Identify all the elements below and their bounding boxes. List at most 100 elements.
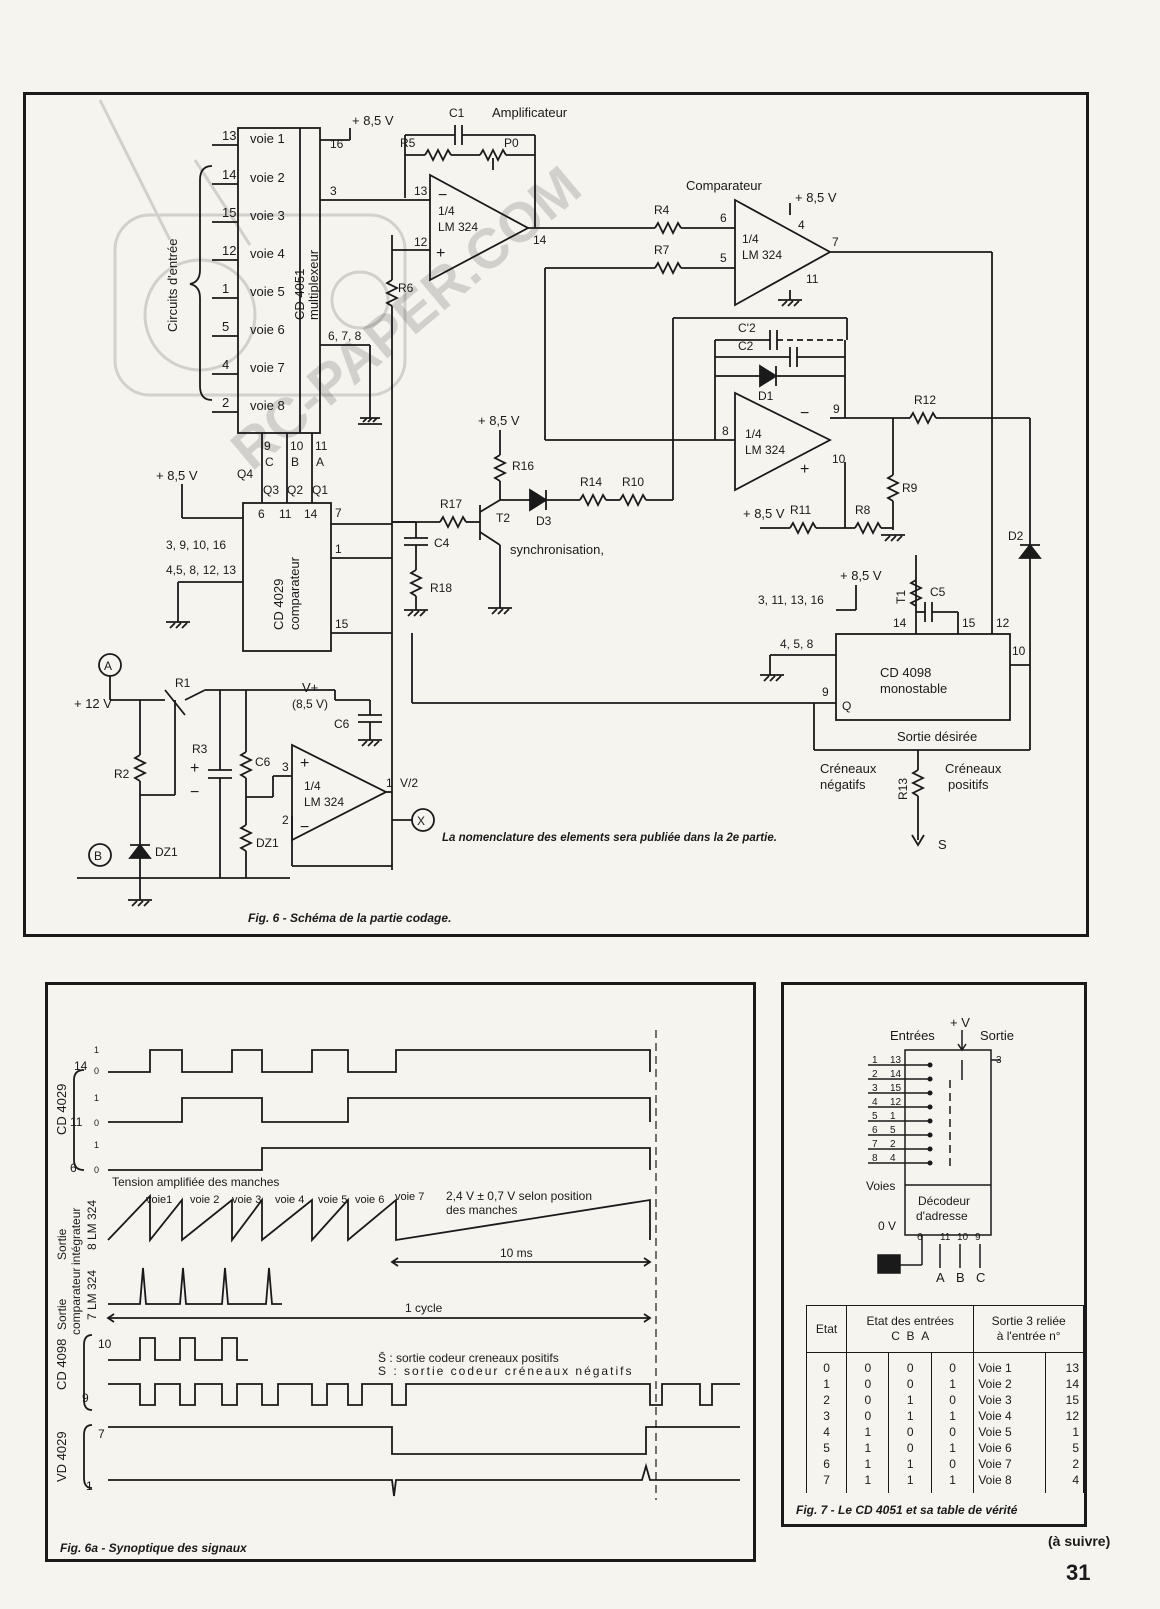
svg-text:voie 3: voie 3 bbox=[232, 1194, 261, 1206]
svg-text:3, 11, 13, 16: 3, 11, 13, 16 bbox=[758, 593, 824, 607]
svg-text:Q: Q bbox=[842, 699, 851, 713]
truth-table-cell: 0 bbox=[846, 1393, 890, 1409]
fig7-input-index: 7 bbox=[872, 1139, 878, 1150]
svg-text:0: 0 bbox=[94, 1118, 99, 1128]
svg-text:d'adresse: d'adresse bbox=[916, 1209, 968, 1223]
voie-label: voie 3 bbox=[250, 208, 285, 223]
svg-text:2,4 V ± 0,7 V selon position: 2,4 V ± 0,7 V selon position bbox=[446, 1189, 592, 1203]
svg-text:8 LM 324: 8 LM 324 bbox=[85, 1200, 99, 1250]
svg-text:S : sortie codeur créneaux nég: S : sortie codeur créneaux négatifs bbox=[378, 1364, 633, 1378]
truth-table-cell: Voie 6 bbox=[973, 1441, 1047, 1457]
cd4051-label: CD 4051 bbox=[292, 269, 307, 320]
fig7-panel bbox=[781, 982, 1087, 1527]
svg-text:+ 8,5 V: + 8,5 V bbox=[743, 506, 785, 521]
svg-text:15: 15 bbox=[335, 617, 349, 631]
svg-text:1/4: 1/4 bbox=[742, 232, 759, 246]
truth-table-cell: 0 bbox=[930, 1393, 975, 1409]
truth-table-cell: 0 bbox=[846, 1352, 890, 1377]
truth-table-cell: 1 bbox=[846, 1441, 890, 1457]
svg-text:10: 10 bbox=[1012, 644, 1026, 658]
fig6-caption: Fig. 6 - Schéma de la partie codage. bbox=[248, 911, 451, 925]
svg-text:3: 3 bbox=[282, 760, 289, 774]
svg-text:voie 6: voie 6 bbox=[355, 1194, 384, 1206]
svg-text:Sortie: Sortie bbox=[55, 1298, 69, 1330]
svg-text:3: 3 bbox=[330, 184, 337, 198]
svg-text:13: 13 bbox=[414, 184, 428, 198]
svg-text:CD 4098: CD 4098 bbox=[880, 665, 931, 680]
svg-text:11: 11 bbox=[940, 1232, 951, 1243]
svg-text:Créneaux: Créneaux bbox=[820, 761, 877, 776]
voie-pin: 2 bbox=[222, 395, 229, 410]
svg-text:4, 5, 8: 4, 5, 8 bbox=[780, 637, 814, 651]
signal-4029-11 bbox=[108, 1097, 651, 1123]
truth-table-cell: 4 bbox=[1045, 1473, 1084, 1493]
svg-text:+ 8,5 V: + 8,5 V bbox=[156, 468, 198, 483]
fig7-input-pin: 5 bbox=[890, 1125, 896, 1136]
truth-table-cell: 13 bbox=[1045, 1352, 1084, 1377]
svg-text:10: 10 bbox=[98, 1337, 112, 1351]
signal-vd4029-1 bbox=[108, 1462, 740, 1497]
svg-text:LM 324: LM 324 bbox=[304, 795, 344, 809]
svg-text:9: 9 bbox=[264, 439, 271, 453]
truth-table-cell: Voie 7 bbox=[973, 1457, 1047, 1473]
svg-text:6: 6 bbox=[258, 507, 265, 521]
truth-table-cell: Voie 5 bbox=[973, 1425, 1047, 1441]
opamp-reference bbox=[291, 743, 388, 842]
svg-text:Q3: Q3 bbox=[263, 483, 279, 497]
svg-text:+ 8,5 V: + 8,5 V bbox=[795, 190, 837, 205]
svg-text:C'2: C'2 bbox=[738, 321, 756, 335]
svg-text:−: − bbox=[438, 187, 447, 204]
svg-text:R12: R12 bbox=[914, 393, 936, 407]
svg-text:1: 1 bbox=[94, 1093, 99, 1103]
svg-text:C6: C6 bbox=[255, 755, 271, 769]
fig7-input-pin: 15 bbox=[890, 1083, 902, 1094]
svg-text:P0: P0 bbox=[504, 136, 519, 150]
svg-text:A: A bbox=[316, 455, 324, 469]
voie-pin: 12 bbox=[222, 243, 236, 258]
svg-text:1/4: 1/4 bbox=[304, 779, 321, 793]
opamp-amplificateur bbox=[429, 173, 530, 282]
svg-text:Voies: Voies bbox=[866, 1179, 895, 1193]
fig6-note: La nomenclature des elements sera publié… bbox=[442, 832, 777, 844]
svg-text:1/4: 1/4 bbox=[745, 427, 762, 441]
svg-text:T1: T1 bbox=[894, 590, 908, 604]
voie-pin: 15 bbox=[222, 205, 236, 220]
svg-text:10: 10 bbox=[957, 1232, 969, 1243]
svg-text:16: 16 bbox=[330, 137, 344, 151]
fig7-input-index: 2 bbox=[872, 1069, 878, 1080]
truth-table-cell: 1 bbox=[805, 1377, 848, 1393]
svg-text:0: 0 bbox=[94, 1066, 99, 1076]
svg-text:C1: C1 bbox=[449, 106, 465, 120]
svg-text:R18: R18 bbox=[430, 581, 452, 595]
svg-text:C: C bbox=[265, 455, 274, 469]
voie-pin: 4 bbox=[222, 357, 229, 372]
svg-text:X: X bbox=[417, 814, 425, 828]
truth-table-cell: 0 bbox=[888, 1425, 932, 1441]
voie-label: voie 4 bbox=[250, 246, 285, 261]
signal-integrateur bbox=[107, 1193, 651, 1243]
svg-text:négatifs: négatifs bbox=[820, 777, 866, 792]
svg-text:1: 1 bbox=[94, 1140, 99, 1150]
svg-text:DZ1: DZ1 bbox=[155, 845, 178, 859]
voie-pin: 1 bbox=[222, 281, 229, 296]
svg-text:+: + bbox=[800, 461, 809, 478]
svg-text:1/4: 1/4 bbox=[438, 204, 455, 218]
svg-text:1: 1 bbox=[86, 1479, 93, 1493]
svg-text:R3: R3 bbox=[192, 742, 208, 756]
svg-text:+: + bbox=[436, 245, 445, 262]
truth-table-cell: 0 bbox=[930, 1352, 975, 1377]
svg-text:4: 4 bbox=[798, 218, 805, 232]
truth-table-cell: 1 bbox=[846, 1457, 890, 1473]
fig7-input-pin: 4 bbox=[890, 1153, 896, 1164]
truth-table-cell: 2 bbox=[1045, 1457, 1084, 1473]
svg-text:1 cycle: 1 cycle bbox=[405, 1301, 443, 1315]
svg-text:14: 14 bbox=[74, 1059, 88, 1073]
cd4029-label: CD 4029 bbox=[271, 579, 286, 630]
svg-text:12: 12 bbox=[414, 235, 428, 249]
svg-text:Créneaux: Créneaux bbox=[945, 761, 1002, 776]
svg-text:D2: D2 bbox=[1008, 529, 1024, 543]
svg-text:11: 11 bbox=[70, 1115, 83, 1129]
